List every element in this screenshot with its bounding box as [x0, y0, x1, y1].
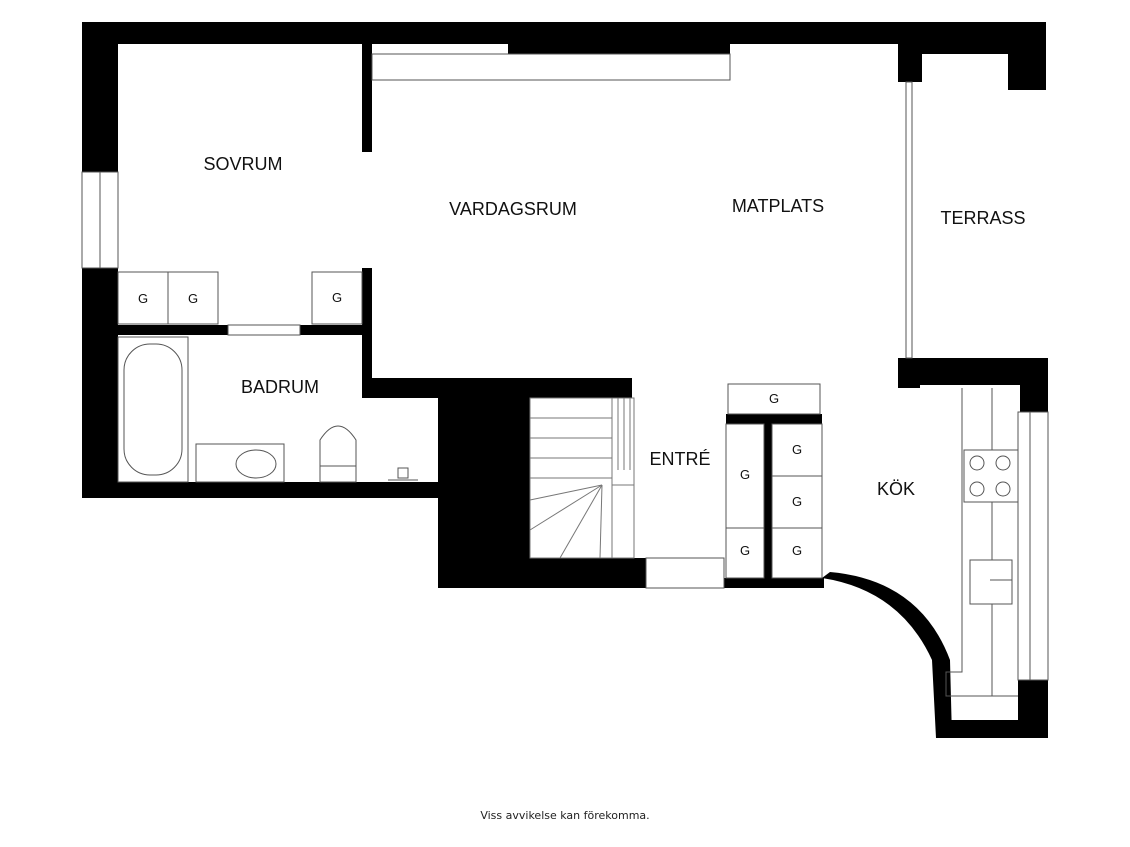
toilet-tank [319, 465, 357, 483]
stair-step [559, 484, 603, 559]
room-label-sovrum: SOVRUM [203, 154, 282, 174]
wall-terrace-corner-top [920, 22, 1046, 90]
storage-label: G [332, 290, 342, 305]
wall-bed-bath-left [118, 325, 228, 335]
wall-wardrobe-top [726, 414, 822, 424]
wall-left-lower [82, 268, 118, 498]
storage-box [725, 527, 765, 579]
room-label-terrass: TERRASS [940, 208, 1025, 228]
kitchen-sink-icon [969, 559, 1013, 605]
stove-burner-icon [995, 455, 1011, 471]
storage-label: G [769, 391, 779, 406]
storage-label: G [740, 467, 750, 482]
storage-box [727, 383, 821, 415]
storage-label: G [792, 543, 802, 558]
stair-step [529, 484, 603, 531]
storage-label: G [188, 291, 198, 306]
wall-left-upper [82, 44, 118, 172]
toilet-icon [319, 425, 357, 467]
stair-step [599, 484, 603, 559]
wall-bed-living-lower [362, 268, 372, 388]
wall-curved [822, 572, 952, 738]
wall-stair-post [622, 378, 632, 398]
stove-burner-icon [969, 481, 985, 497]
storage-box [167, 271, 219, 325]
staircase [529, 397, 635, 559]
room-label-vardagsrum: VARDAGSRUM [449, 199, 577, 219]
shower-valve [397, 467, 409, 479]
storage-box [117, 271, 169, 325]
storage-label: G [138, 291, 148, 306]
wall-stair-left-diag [438, 388, 458, 588]
stove-burner-icon [969, 455, 985, 471]
room-label-entre: ENTRÉ [649, 449, 710, 469]
sink-icon [235, 449, 277, 479]
door-entrance [645, 557, 725, 589]
bathtub-inner [123, 343, 183, 476]
storage-box [771, 475, 823, 529]
room-label-matplats: MATPLATS [732, 196, 824, 216]
wall-entrance-right [724, 578, 824, 588]
wall-terrace-post-top [898, 22, 922, 82]
storage-box [311, 271, 363, 325]
windows [81, 53, 1049, 697]
kitchen-counter [945, 388, 1018, 697]
stove-burner-icon [995, 481, 1011, 497]
storage-box [725, 423, 765, 529]
storage-units [117, 271, 823, 579]
wall-bed-living-upper [362, 44, 372, 152]
wall-top [82, 22, 920, 44]
storage-label: G [792, 442, 802, 457]
wall-bath-bottom [82, 482, 458, 498]
window-top [371, 53, 731, 81]
wall-bed-bath-right [300, 325, 372, 335]
wall-wardrobe-mid [764, 424, 772, 580]
door-terrace [905, 81, 913, 359]
window-kitchen [1017, 411, 1049, 681]
door-bath [227, 324, 301, 336]
wall-kitchen-top [898, 358, 1048, 412]
wall-top-left-corner [82, 22, 118, 44]
room-label-kok: KÖK [877, 479, 915, 499]
storage-label: G [740, 543, 750, 558]
kitchen-fixtures [963, 449, 1019, 605]
storage-label: G [792, 494, 802, 509]
storage-box [771, 527, 823, 579]
storage-box [771, 423, 823, 477]
room-label-badrum: BADRUM [241, 377, 319, 397]
wall-kitchen-bottom [936, 720, 1048, 738]
disclaimer-text: Viss avvikelse kan förekomma. [480, 809, 650, 822]
walls [82, 22, 1048, 738]
wall-top-thick [508, 44, 730, 54]
wall-stair-bottom [458, 558, 646, 588]
bath-fixtures [117, 336, 418, 483]
stair-step [529, 484, 603, 501]
